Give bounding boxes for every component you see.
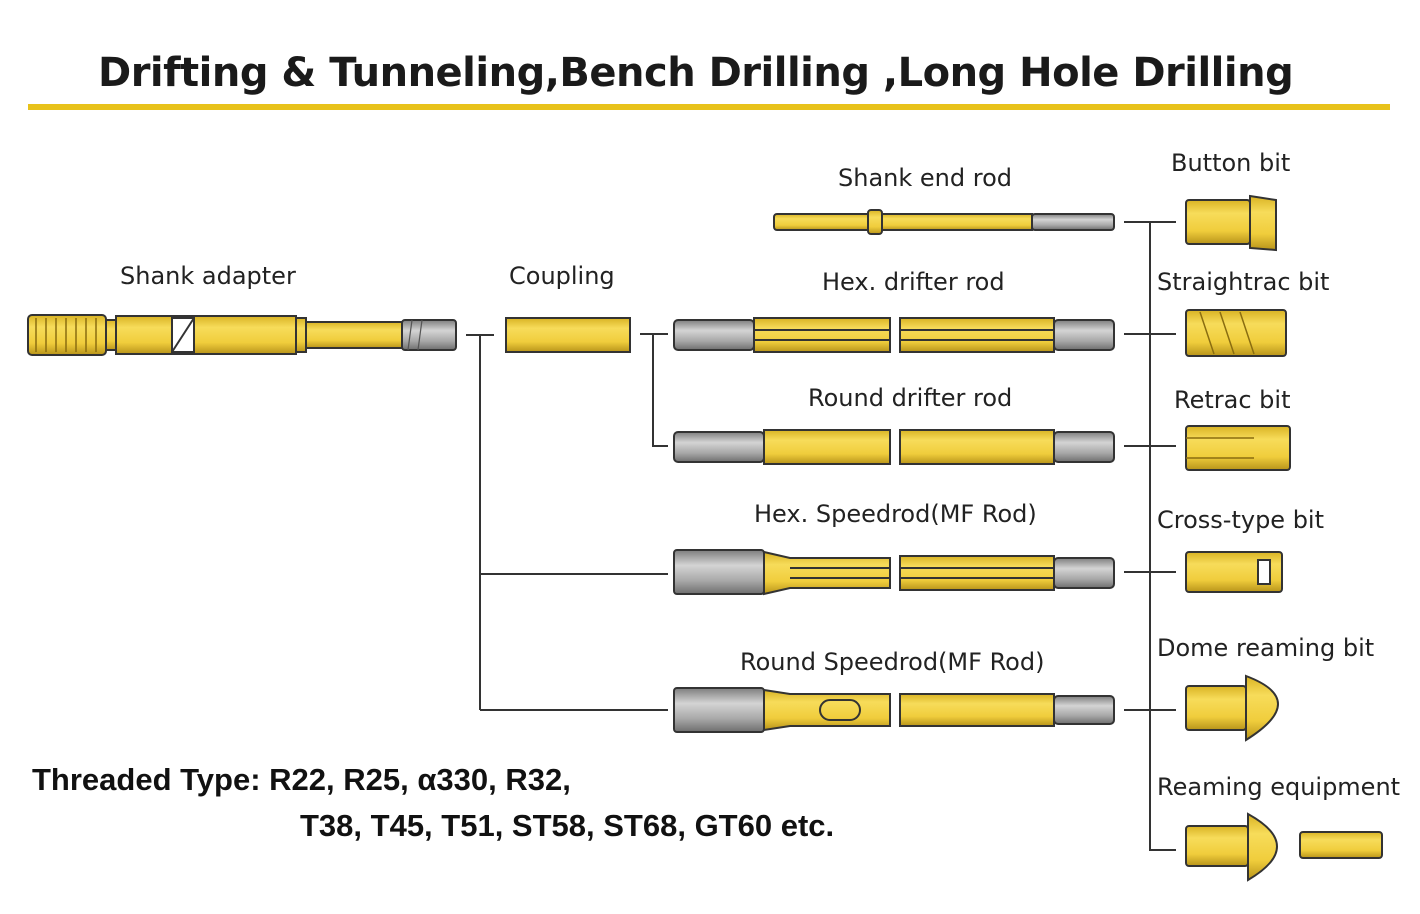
straightrac-bit <box>1185 309 1287 357</box>
label-round-speedrod: Round Speedrod(MF Rod) <box>740 648 1045 676</box>
button-bit <box>1185 194 1277 252</box>
title-underline <box>28 104 1390 110</box>
shank-end-rod <box>773 209 1115 235</box>
label-coupling: Coupling <box>509 262 615 290</box>
reaming-equipment <box>1185 812 1383 882</box>
round-speedrod <box>673 687 1115 733</box>
page-title: Drifting & Tunneling,Bench Drilling ,Lon… <box>98 50 1294 96</box>
retrac-bit <box>1185 425 1291 471</box>
threaded-type-line-1: Threaded Type: R22, R25, α330, R32, <box>32 762 571 797</box>
label-round-drifter-rod: Round drifter rod <box>808 384 1013 412</box>
round-drifter-rod <box>673 429 1115 465</box>
label-straightrac-bit: Straightrac bit <box>1157 268 1330 296</box>
label-retrac-bit: Retrac bit <box>1174 386 1291 414</box>
coupling <box>505 317 631 353</box>
label-reaming-equipment: Reaming equipment <box>1157 773 1401 801</box>
label-button-bit: Button bit <box>1171 149 1291 177</box>
threaded-type-line-2: T38, T45, T51, ST58, ST68, GT60 etc. <box>300 808 835 843</box>
shank-adapter <box>27 314 457 356</box>
connector-lines <box>466 221 1176 851</box>
label-shank-end-rod: Shank end rod <box>838 164 1012 192</box>
label-cross-type-bit: Cross-type bit <box>1157 506 1325 534</box>
label-hex-speedrod: Hex. Speedrod(MF Rod) <box>754 500 1037 528</box>
hex-drifter-rod <box>673 317 1115 353</box>
label-dome-reaming-bit: Dome reaming bit <box>1157 634 1375 662</box>
cross-type-bit <box>1185 551 1283 593</box>
label-shank-adapter: Shank adapter <box>120 262 296 290</box>
hex-speedrod <box>673 549 1115 596</box>
label-hex-drifter-rod: Hex. drifter rod <box>822 268 1005 296</box>
dome-reaming-bit <box>1185 674 1279 742</box>
